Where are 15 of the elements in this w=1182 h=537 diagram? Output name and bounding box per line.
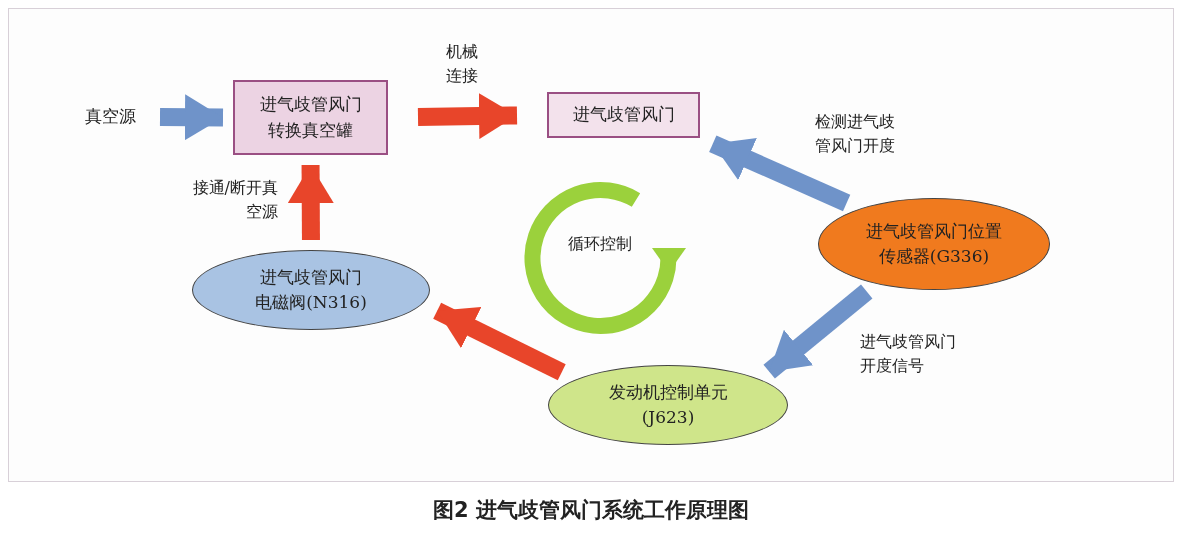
- edge-label: 机械连接: [446, 41, 479, 87]
- process-box: 进气歧管风门: [547, 92, 700, 138]
- source-label: 真空源: [70, 100, 150, 134]
- edge-label: 进气歧管风门开度信号: [860, 331, 957, 377]
- block-arrow: [763, 284, 873, 379]
- block-arrow: [433, 302, 566, 381]
- block-arrow: [159, 94, 224, 141]
- edge-label: 接通/断开真空源: [191, 177, 278, 223]
- block-arrow: [417, 93, 518, 140]
- caption: 图2 进气歧管风门系统工作原理图: [432, 497, 750, 524]
- edge-label: 检测进气歧管风门开度: [815, 111, 896, 157]
- process-box: 进气歧管风门转换真空罐: [233, 80, 388, 155]
- block-arrow: [709, 135, 851, 212]
- cycle-label: 循环控制: [567, 233, 633, 255]
- block-arrow: [287, 164, 334, 241]
